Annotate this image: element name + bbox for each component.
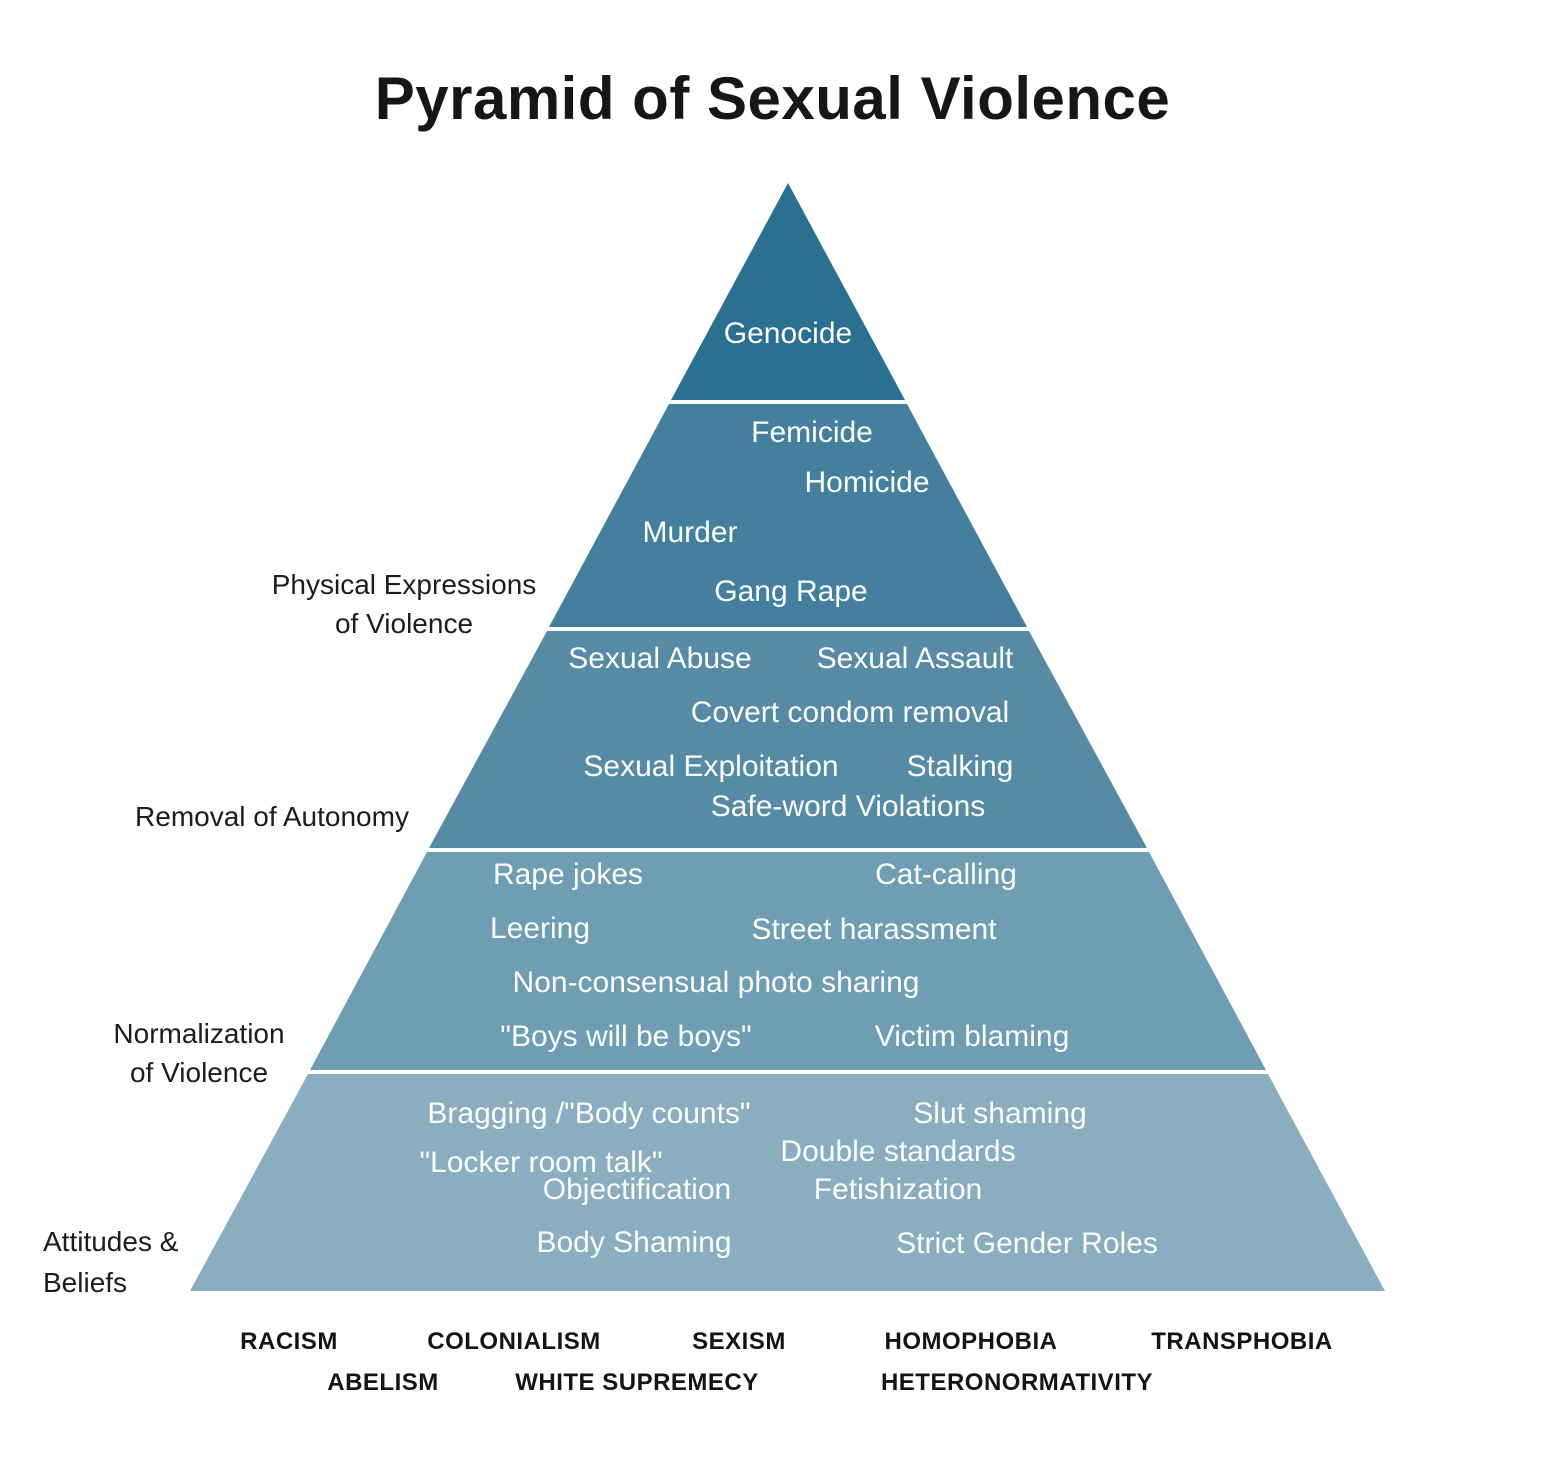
side-label-line: Removal of Autonomy <box>135 801 409 832</box>
item-femicide: Femicide <box>751 416 873 449</box>
foundation-term-heteronormativity: HETERONORMATIVITY <box>880 1369 1154 1396</box>
item-locker-room-talk: "Locker room talk" <box>419 1146 663 1179</box>
item-safe-word-violations: Safe-word Violations <box>710 790 986 823</box>
tier-1-shape <box>671 183 905 400</box>
tier-4-shape <box>310 852 1266 1070</box>
foundation-term-racism: RACISM <box>240 1328 338 1355</box>
item-objectification: Objectification <box>542 1173 732 1206</box>
item-sexual-abuse: Sexual Abuse <box>568 642 752 675</box>
foundation-term-homophobia: HOMOPHOBIA <box>884 1328 1058 1355</box>
item-rape-jokes: Rape jokes <box>492 858 644 891</box>
item-double-standards: Double standards <box>780 1135 1016 1168</box>
side-label-line: Physical Expressions <box>271 569 537 600</box>
item-boys-will-be-boys: "Boys will be boys" <box>500 1020 752 1053</box>
item-leering: Leering <box>489 912 591 945</box>
item-strict-gender-roles: Strict Gender Roles <box>896 1227 1158 1260</box>
item-gang-rape: Gang Rape <box>714 575 868 608</box>
item-murder: Murder <box>642 516 738 549</box>
item-sexual-exploitation: Sexual Exploitation <box>583 750 839 783</box>
item-fetishization: Fetishization <box>813 1173 983 1206</box>
foundation-term-colonialism: COLONIALISM <box>427 1328 601 1355</box>
foundation-term-abelism: ABELISM <box>327 1369 439 1396</box>
side-label-line: Normalization <box>113 1018 285 1049</box>
item-body-shaming: Body Shaming <box>536 1226 732 1259</box>
item-street-harassment: Street harassment <box>751 913 997 946</box>
item-homicide: Homicide <box>804 466 930 499</box>
side-label-line: Beliefs <box>43 1267 128 1298</box>
tier-5-shape <box>190 1074 1385 1291</box>
item-genocide: Genocide <box>723 317 853 350</box>
side-label-line: Attitudes & <box>43 1226 179 1257</box>
tier-3-shape <box>429 631 1147 848</box>
side-label-line: of Violence <box>334 608 474 639</box>
pyramid: Genocide Femicide Homicide Murder Gang R… <box>190 183 1385 1291</box>
item-bragging-body-counts: Bragging /"Body counts" <box>427 1097 751 1130</box>
side-label-attitudes-and-beliefs: Attitudes & Beliefs <box>43 1221 343 1303</box>
foundation-term-transphobia: TRANSPHOBIA <box>1151 1328 1333 1355</box>
item-sexual-assault: Sexual Assault <box>816 642 1014 675</box>
side-label-physical-expressions-of-violence: Physical Expressions of Violence <box>254 565 554 643</box>
item-victim-blaming: Victim blaming <box>874 1020 1070 1053</box>
foundation-term-sexism: SEXISM <box>692 1328 786 1355</box>
item-cat-calling: Cat-calling <box>875 858 1017 891</box>
side-label-normalization-of-violence: Normalization of Violence <box>49 1014 349 1092</box>
item-covert-condom-removal: Covert condom removal <box>690 696 1010 729</box>
side-label-line: of Violence <box>129 1057 269 1088</box>
item-stalking: Stalking <box>906 750 1014 783</box>
diagram-title: Pyramid of Sexual Violence <box>374 65 1171 132</box>
foundation-term-white-supremecy: WHITE SUPREMECY <box>515 1369 759 1396</box>
item-non-consensual-photo-sharing: Non-consensual photo sharing <box>512 966 920 999</box>
item-slut-shaming: Slut shaming <box>913 1097 1087 1130</box>
side-label-removal-of-autonomy: Removal of Autonomy <box>122 797 422 836</box>
